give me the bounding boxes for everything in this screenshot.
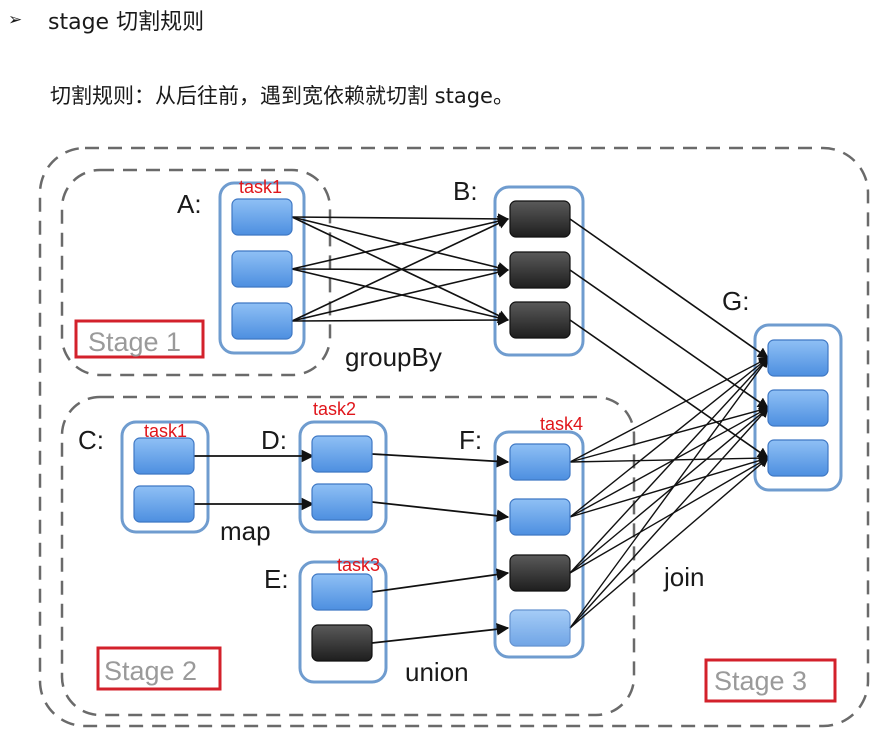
partition (509, 443, 571, 481)
stage-3-highlight (704, 658, 837, 703)
partition (509, 251, 571, 289)
partition (767, 389, 829, 427)
rdd-f-label: F: (459, 425, 482, 455)
rdd-a-partitions (231, 198, 293, 340)
stage-2-highlight (96, 646, 222, 691)
rdd-g-partitions (767, 339, 829, 477)
stage-1-highlight (74, 319, 205, 359)
arrow-bullet-icon: ➢ (8, 10, 23, 30)
rdd-a-label: A: (177, 189, 202, 219)
rdd-f-box (493, 430, 585, 659)
union-label: union (405, 657, 469, 687)
join-b-edges (569, 218, 769, 459)
task-label-e: task3 (337, 555, 380, 575)
partition (231, 302, 293, 340)
stage-3-region (38, 146, 870, 728)
partition (767, 439, 829, 477)
groupby-label: groupBy (345, 342, 442, 372)
rdd-b-partitions (509, 200, 571, 339)
partition (509, 498, 571, 536)
rdd-c-partitions (133, 437, 195, 523)
partition (509, 200, 571, 238)
partition (311, 435, 373, 473)
union-edges (371, 453, 510, 644)
rdd-d-partitions (311, 435, 373, 521)
map-edges (194, 449, 315, 511)
partition (133, 485, 195, 523)
rule-description: 切割规则：从后往前，遇到宽依赖就切割 stage。 (50, 84, 514, 108)
partition (767, 339, 829, 377)
rdd-f-partitions (509, 443, 571, 647)
stage-1-region (60, 168, 332, 377)
rdd-e-partitions (311, 573, 373, 662)
stage-split-diagram: A: B: C: D: E: F: G: groupBy map union j… (38, 146, 870, 728)
rdd-e-label: E: (264, 564, 289, 594)
groupby-edges (291, 213, 510, 326)
rdd-b-label: B: (453, 176, 478, 206)
partition (133, 437, 195, 475)
task-label-c: task1 (144, 421, 187, 441)
heading-title: stage 切割规则 (48, 10, 205, 35)
stage-3-label: Stage 3 (714, 666, 807, 696)
task-label-f: task4 (540, 414, 583, 434)
rdd-c-label: C: (78, 425, 104, 455)
partition (509, 609, 571, 647)
rdd-d-label: D: (261, 425, 287, 455)
stage-1-label: Stage 1 (88, 327, 181, 357)
join-label: join (663, 562, 704, 592)
partition (311, 483, 373, 521)
join-f-edges (569, 357, 769, 629)
partition (509, 554, 571, 592)
map-label: map (220, 516, 271, 546)
section-heading: ➢ stage 切割规则 (8, 4, 204, 36)
partition (231, 250, 293, 288)
partition (231, 198, 293, 236)
task-label-a: task1 (239, 177, 282, 197)
task-label-d: task2 (313, 399, 356, 419)
partition (311, 573, 373, 611)
stage-2-label: Stage 2 (104, 656, 197, 686)
rdd-g-label: G: (722, 286, 749, 316)
partition (509, 301, 571, 339)
partition (311, 624, 373, 662)
